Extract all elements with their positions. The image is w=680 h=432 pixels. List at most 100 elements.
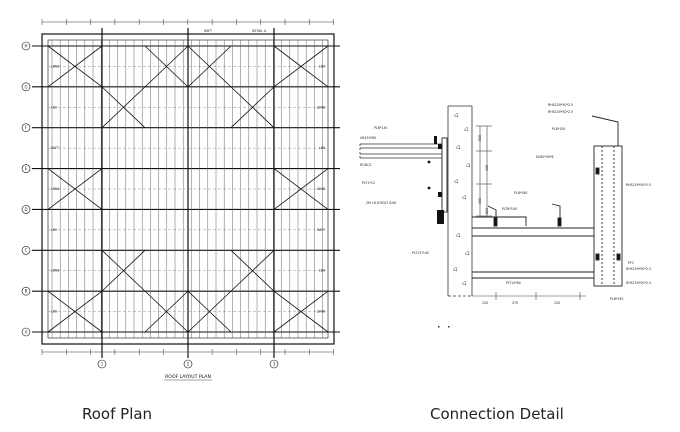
label-rhs-1: RHS150*50*2.5 <box>548 103 573 107</box>
label-plt14-80: PLT14*80 <box>506 281 521 285</box>
concrete-aggregate-mark <box>461 280 467 286</box>
dimension-labels: 500 400 450 600 120 375 120 <box>478 135 560 305</box>
cross-brace <box>144 290 189 333</box>
label-pl8-160: PL8*160 <box>514 191 527 195</box>
cross-brace <box>144 45 189 88</box>
member-tag-left: RAFT <box>51 146 59 150</box>
grid-column-bubble <box>269 359 279 369</box>
cross-brace <box>273 168 329 210</box>
dim-400: 400 <box>485 165 489 171</box>
grid-row-bubble <box>21 205 31 214</box>
roof-layout-plan-title: ROOF LAYOUT PLAN <box>165 374 211 380</box>
label-pl8-150-top: PL8*150 <box>552 127 565 131</box>
label-ub150-80: UB150*80 <box>360 136 376 140</box>
dim-500: 500 <box>478 135 482 141</box>
grid-row-label: B <box>25 289 28 294</box>
incoming-beam <box>359 143 442 159</box>
grid-row-bubble <box>21 327 31 337</box>
dim-375: 375 <box>512 301 518 305</box>
connection-detail-caption: Connection Detail <box>430 405 564 423</box>
member-tag-right: RAFT <box>317 228 325 232</box>
concrete-aggregate-mark <box>453 178 459 184</box>
grid-column-bubble <box>97 359 107 369</box>
connection-labels: PL8*130 UB150*80 RODCS PLT1*12 2M 16 Ø B… <box>360 103 651 301</box>
grid-row-bubble <box>21 123 31 133</box>
dim-120-left: 120 <box>482 301 488 305</box>
cross-brace <box>273 45 329 88</box>
member-tag-right: LBN8 <box>317 310 325 314</box>
member-tag-right: LB9 <box>319 64 325 68</box>
label-rhs-2: RHS150*50*2.5 <box>548 110 573 114</box>
concrete-aggregate-mark <box>464 250 470 256</box>
grid-row-label: E <box>25 166 28 171</box>
connection-detail-drawing: PL8*130 UB150*80 RODCS PLT1*12 2M 16 Ø B… <box>356 86 674 338</box>
member-tag-left: LB9 <box>51 310 57 314</box>
label-rhs-4: RHS150*50*2.5 <box>626 267 651 271</box>
grid-row-bubble <box>21 286 31 296</box>
bottom-marks <box>438 326 450 328</box>
cross-brace <box>230 249 275 292</box>
grid-row-bubble <box>21 82 31 92</box>
dimension-lines <box>472 125 586 300</box>
grid-column-label: 1 <box>101 361 104 366</box>
right-column-section <box>591 115 623 287</box>
label-pfc: PFC <box>628 261 635 265</box>
member-tag-left: LBN8 <box>51 64 59 68</box>
label-pl8-130: PL8*130 <box>374 126 387 130</box>
end-plate <box>427 137 448 213</box>
concrete-aggregate-mark <box>455 144 461 150</box>
cross-brace <box>273 290 329 333</box>
connection-detail-svg: PL8*130 UB150*80 RODCS PLT1*12 2M 16 Ø B… <box>359 103 651 328</box>
grid-row-bubble <box>21 245 31 255</box>
concrete-aggregate-mark <box>463 126 469 132</box>
member-tag-right: LB9 <box>319 146 325 150</box>
concrete-aggregate-mark <box>461 194 467 200</box>
grid-row-label: G <box>24 84 27 89</box>
grid-row-label: H <box>24 43 27 48</box>
member-tag-right: LBN8 <box>317 105 325 109</box>
label-plt12-140: PLT12*140 <box>412 251 429 255</box>
top-tag: RAFT <box>204 29 212 33</box>
cross-brace <box>230 86 275 129</box>
member-tag-left: LB9 <box>51 105 57 109</box>
concrete-column <box>447 105 473 297</box>
top-tag: DETAIL A <box>252 29 267 33</box>
label-rodcs: RODCS <box>360 163 371 167</box>
grid-row-bubble <box>21 164 31 173</box>
member-tag-right: LBN8 <box>317 187 325 191</box>
label-rhs-5: RHS150*50*2.5 <box>626 281 651 285</box>
grid-column-label: 2 <box>187 361 190 366</box>
grid-column-bubble <box>183 359 193 369</box>
cross-brace <box>187 45 232 88</box>
grid-row-label: F <box>25 125 28 130</box>
label-bolt: 2M 16 Ø BOLT 8.8S <box>366 200 396 205</box>
member-tag-left: LBN8 <box>51 269 59 273</box>
concrete-aggregate-mark <box>452 266 458 272</box>
member-tag-right: LB9 <box>319 269 325 273</box>
grid-row-label: D <box>24 207 27 212</box>
cross-brace <box>101 86 146 129</box>
concrete-aggregate-mark <box>455 232 461 238</box>
dim-600: 600 <box>485 208 489 214</box>
grid-row-label: A <box>25 329 28 334</box>
column-base-plate <box>434 136 444 224</box>
horizontal-beam <box>472 227 594 279</box>
grid-row-label: C <box>25 248 28 253</box>
cross-brace <box>187 290 232 333</box>
label-rhs-3: RHS150*50*2.5 <box>626 183 651 187</box>
cross-brace <box>47 168 103 210</box>
concrete-hatch <box>452 112 471 286</box>
label-plt8-100: PLT8*100 <box>502 207 517 211</box>
label-ea90: EA90*90*6 <box>536 155 554 159</box>
label-plt1-12: PLT1*12 <box>362 181 375 185</box>
bracket-assembly <box>472 203 562 227</box>
concrete-aggregate-mark <box>465 162 471 168</box>
dim-120-right: 120 <box>554 301 560 305</box>
grid-row-bubble <box>21 41 31 51</box>
dim-450: 450 <box>478 198 482 204</box>
cross-brace <box>47 290 103 333</box>
cross-brace <box>47 45 103 88</box>
roof-plan-caption: Roof Plan <box>82 405 153 423</box>
